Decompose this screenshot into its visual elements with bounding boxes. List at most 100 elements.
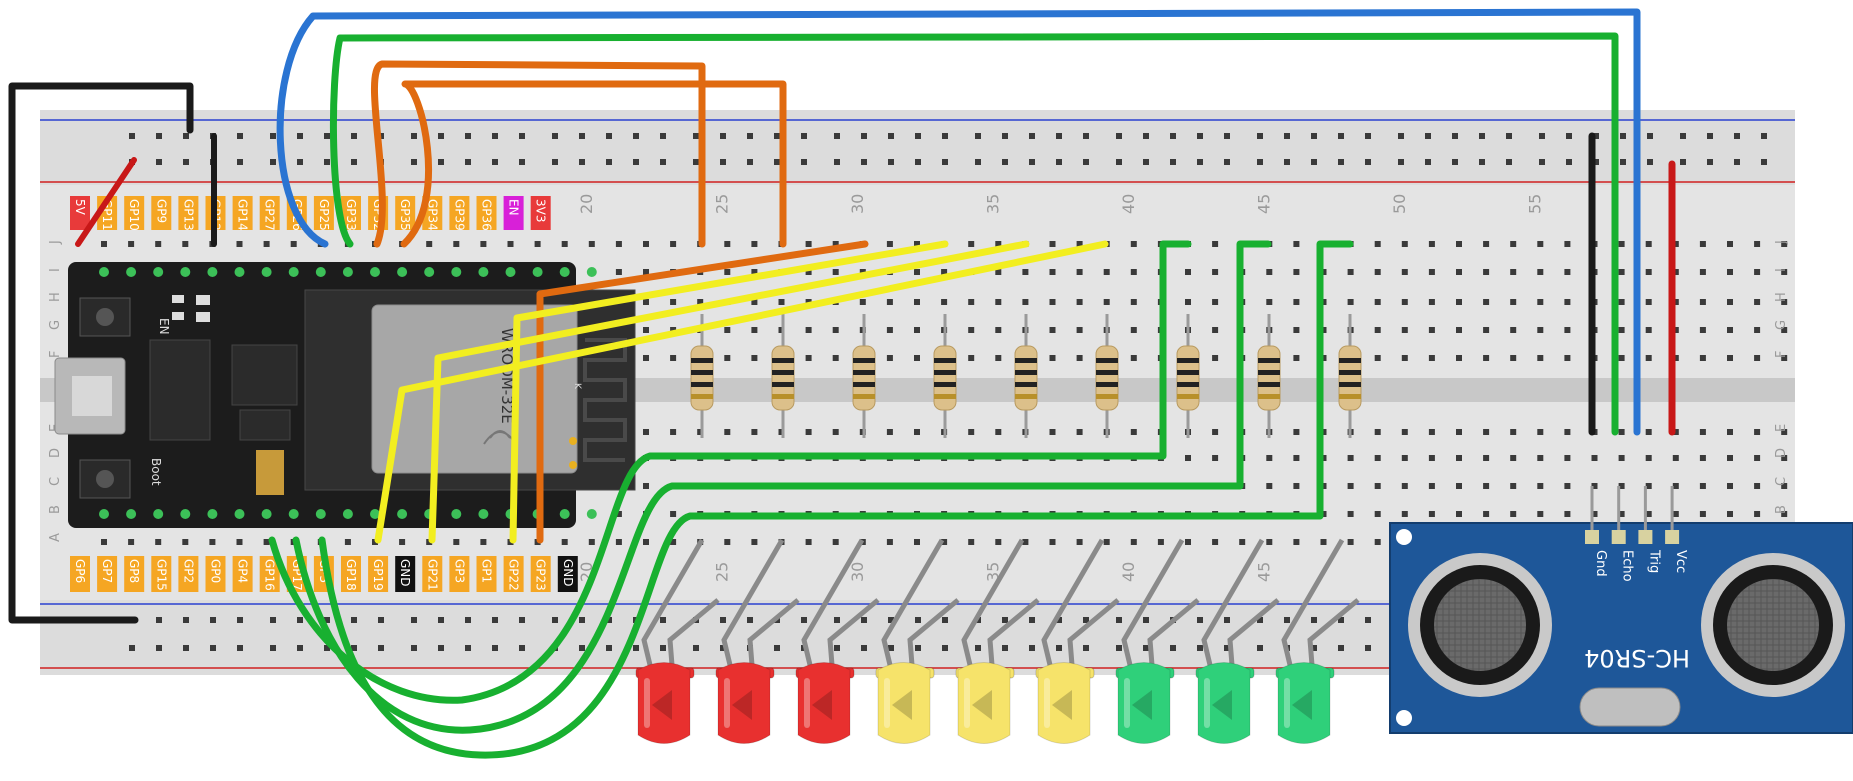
rail-hole bbox=[579, 159, 585, 165]
board-pin bbox=[478, 267, 489, 277]
rail-hole bbox=[1197, 617, 1203, 623]
hole bbox=[886, 327, 893, 333]
led-shine bbox=[884, 678, 890, 728]
rail-hole bbox=[270, 159, 276, 165]
led-shine bbox=[724, 678, 730, 728]
crystal-oscillator bbox=[1579, 687, 1681, 727]
hole bbox=[886, 539, 893, 545]
row-letter: C bbox=[1774, 477, 1789, 486]
pin-label: GP15 bbox=[154, 559, 168, 591]
hole bbox=[1564, 511, 1571, 517]
rail-hole bbox=[1056, 133, 1062, 139]
pin-label-bg bbox=[503, 556, 524, 592]
column-number-bottom: 25 bbox=[713, 562, 732, 582]
hole bbox=[1781, 511, 1788, 517]
pin-label-bg bbox=[476, 556, 497, 592]
hole bbox=[941, 539, 948, 545]
rail-hole bbox=[1365, 617, 1371, 623]
hole bbox=[1293, 299, 1300, 305]
hole bbox=[1672, 429, 1679, 435]
rail-hole bbox=[270, 617, 276, 623]
pin-label: GP34 bbox=[425, 199, 439, 231]
hole bbox=[1428, 327, 1435, 333]
rail-hole bbox=[774, 159, 780, 165]
hole bbox=[832, 269, 839, 275]
rail-hole bbox=[834, 645, 840, 651]
pin-label: GP27 bbox=[263, 199, 277, 231]
rail-hole bbox=[1566, 159, 1572, 165]
board-pin bbox=[315, 509, 326, 519]
column-number-top: 45 bbox=[1255, 194, 1274, 214]
hole bbox=[344, 539, 351, 545]
rail-hole bbox=[834, 133, 840, 139]
rail-hole bbox=[1593, 133, 1599, 139]
row-letter: I bbox=[48, 268, 63, 272]
rail-hole bbox=[552, 159, 558, 165]
column-number-top: 30 bbox=[848, 194, 867, 214]
board-pin bbox=[586, 509, 597, 519]
rail-hole bbox=[1143, 133, 1149, 139]
rail-hole bbox=[888, 645, 894, 651]
hole bbox=[643, 355, 649, 361]
rail-hole bbox=[156, 645, 162, 651]
rail-hole bbox=[1734, 133, 1740, 139]
resistor-band bbox=[1177, 370, 1199, 375]
hole bbox=[1754, 299, 1761, 305]
hole bbox=[1212, 241, 1219, 247]
rail-hole bbox=[492, 617, 498, 623]
resistor-band bbox=[772, 358, 794, 363]
rail-hole bbox=[1707, 159, 1713, 165]
rail-hole bbox=[1029, 645, 1035, 651]
rail-hole bbox=[438, 645, 444, 651]
rail-hole bbox=[1029, 133, 1035, 139]
rail-hole bbox=[747, 159, 753, 165]
hole bbox=[1293, 241, 1300, 247]
leds bbox=[635, 662, 1335, 744]
hole bbox=[670, 539, 677, 545]
hole bbox=[1483, 511, 1490, 517]
rail-hole bbox=[1224, 159, 1230, 165]
hole bbox=[751, 269, 758, 275]
transducer-right-mesh bbox=[1727, 579, 1819, 671]
hole bbox=[507, 241, 514, 247]
board-pin bbox=[370, 267, 380, 277]
rail-hole bbox=[1083, 617, 1089, 623]
hole bbox=[1781, 429, 1788, 435]
hole bbox=[1781, 299, 1788, 305]
hole bbox=[724, 429, 731, 435]
board-pin bbox=[532, 267, 543, 277]
hole bbox=[1645, 299, 1652, 305]
board-pin bbox=[126, 267, 137, 277]
hole bbox=[1699, 299, 1706, 305]
led-shine bbox=[964, 678, 970, 728]
rail-hole bbox=[183, 159, 189, 165]
board-pin bbox=[99, 267, 109, 277]
hole bbox=[1401, 429, 1408, 435]
pin-label: GP0 bbox=[209, 559, 223, 583]
pin-label-bg bbox=[205, 556, 226, 592]
rail-hole bbox=[693, 645, 699, 651]
led-die bbox=[652, 690, 672, 720]
pin-label-bg bbox=[124, 556, 145, 592]
resistor-band bbox=[853, 358, 875, 363]
rail-hole bbox=[1116, 133, 1122, 139]
rail-hole bbox=[606, 159, 612, 165]
board-pin bbox=[153, 267, 164, 277]
rail-hole bbox=[660, 617, 666, 623]
hole bbox=[1727, 483, 1733, 489]
pin-label: 3V3 bbox=[534, 199, 548, 222]
antenna-trace bbox=[583, 338, 627, 462]
hole bbox=[1618, 269, 1625, 275]
hole bbox=[1157, 539, 1164, 545]
pin-label-bg bbox=[178, 556, 199, 592]
hole bbox=[1428, 241, 1435, 247]
led-die bbox=[1292, 690, 1312, 720]
led-shine bbox=[1044, 678, 1050, 728]
rail-hole bbox=[693, 159, 699, 165]
led-shine bbox=[1124, 678, 1130, 728]
hole bbox=[832, 327, 839, 333]
hole bbox=[1185, 299, 1191, 305]
rail-hole bbox=[1257, 133, 1263, 139]
hole bbox=[1022, 299, 1029, 305]
hole bbox=[1428, 511, 1435, 517]
